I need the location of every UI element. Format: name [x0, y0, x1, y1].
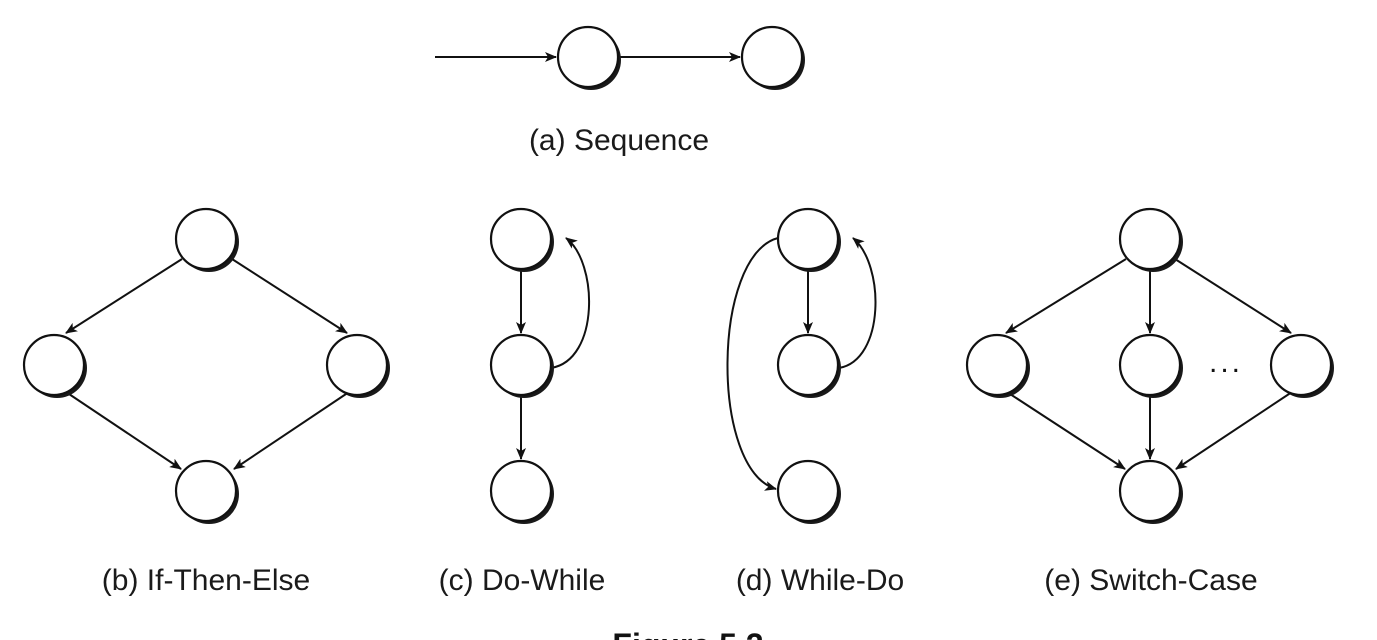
while-do-node-body	[776, 333, 840, 397]
do-while-node-body	[489, 333, 553, 397]
switch-edge-join-left	[1006, 391, 1126, 470]
if-edge-join-left	[65, 391, 182, 470]
caption-do-while: (c) Do-While	[439, 564, 606, 597]
while-do-node-exit	[776, 459, 840, 523]
switch-node-case-2	[1118, 333, 1182, 397]
switch-node-case-n	[1269, 333, 1333, 397]
if-edge-left	[65, 258, 183, 334]
switch-node-join	[1118, 459, 1182, 523]
caption-while-do: (d) While-Do	[736, 564, 904, 597]
if-edge-right	[231, 258, 348, 334]
do-while-node-entry	[489, 207, 553, 271]
diagram-switch-case: ... (e) Switch-Case	[965, 207, 1334, 597]
while-do-node-condition	[776, 207, 840, 271]
sequence-node-1	[556, 25, 620, 89]
diagram-while-do: (d) While-Do	[726, 207, 904, 597]
if-node-then	[22, 333, 86, 397]
switch-ellipsis: ...	[1209, 346, 1243, 379]
diagram-sequence: (a) Sequence	[435, 25, 805, 157]
switch-node-case-1	[965, 333, 1029, 397]
diagram-if-then-else: (b) If-Then-Else	[22, 207, 390, 597]
do-while-node-exit	[489, 459, 553, 523]
switch-edge-right	[1174, 258, 1292, 334]
if-node-condition	[174, 207, 238, 271]
if-node-else	[325, 333, 389, 397]
caption-sequence: (a) Sequence	[529, 124, 709, 157]
caption-if-then-else: (b) If-Then-Else	[102, 564, 310, 597]
do-while-loop-back	[550, 237, 590, 369]
sequence-node-2	[740, 25, 804, 89]
switch-edge-join-right	[1175, 391, 1293, 470]
while-do-loop-back	[838, 237, 877, 369]
switch-node-condition	[1118, 207, 1182, 271]
switch-edge-left	[1005, 258, 1127, 334]
if-node-join	[174, 459, 238, 523]
while-do-exit-edge	[726, 237, 779, 491]
if-edge-join-right	[233, 391, 350, 470]
caption-switch-case: (e) Switch-Case	[1044, 564, 1257, 597]
diagram-do-while: (c) Do-While	[439, 207, 606, 597]
figure-label: Figure 5.2	[612, 627, 763, 640]
